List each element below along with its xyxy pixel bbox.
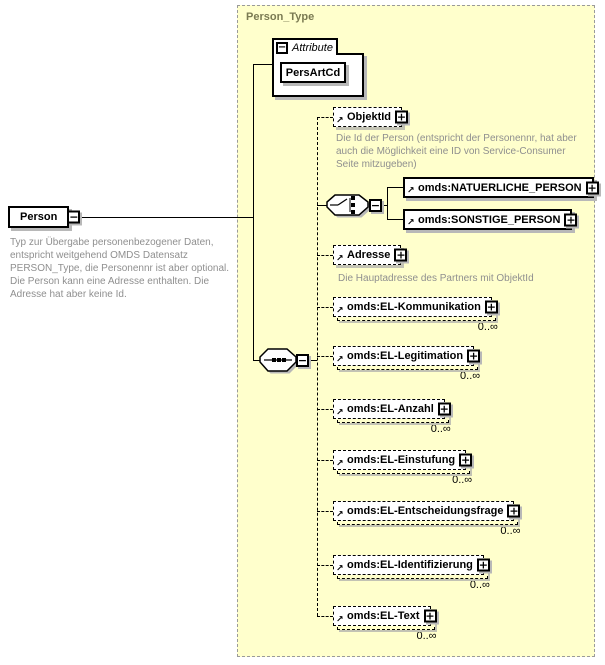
occurrence-label: 0..∞ [460, 370, 481, 382]
element-natuerliche-person: ↗ omds:NATUERLICHE_PERSON + [403, 177, 599, 198]
element-objektid: ↗ ObjektId + [333, 107, 409, 127]
reference-arrow-icon: ↗ [336, 564, 344, 574]
occurrence-label: 0..∞ [416, 630, 437, 642]
element-el-legitimation: ↗ omds:EL-Legitimation + 0..∞ [333, 346, 481, 382]
connector-line [381, 205, 387, 206]
connector-line [387, 187, 388, 220]
reference-arrow-icon: ↗ [336, 408, 344, 418]
reference-arrow-icon: ↗ [336, 116, 344, 126]
connector-line [387, 187, 403, 188]
annotation-text: Die Hauptadresse des Partners mit Objekt… [338, 273, 534, 284]
connector-line [253, 64, 272, 65]
expand-toggle[interactable]: + [467, 349, 481, 363]
element-sonstige-person: ↗ omds:SONSTIGE_PERSON + [403, 209, 578, 230]
element-el-legitimation-label: omds:EL-Legitimation [347, 350, 464, 362]
expand-toggle[interactable]: + [437, 402, 451, 416]
expand-toggle[interactable]: + [564, 213, 578, 226]
reference-arrow-icon: ↗ [336, 615, 344, 625]
expand-toggle[interactable]: + [585, 181, 599, 194]
element-natuerliche-person-label: omds:NATUERLICHE_PERSON [418, 181, 582, 194]
sequence-node[interactable]: − [259, 348, 309, 374]
connector-line [309, 360, 317, 361]
reference-arrow-icon: ↗ [336, 355, 344, 365]
connector-line [387, 219, 403, 220]
element-el-entscheidungsfrage-label: omds:EL-Entscheidungsfrage [347, 505, 504, 517]
element-el-anzahl-label: omds:EL-Anzahl [347, 403, 434, 415]
connector-line [317, 511, 333, 512]
reference-arrow-icon: ↗ [407, 186, 415, 196]
element-person: Person − [8, 206, 81, 228]
collapse-toggle[interactable]: − [67, 210, 81, 224]
element-el-text: ↗ omds:EL-Text + 0..∞ [333, 606, 437, 642]
choice-node[interactable]: − [326, 194, 382, 219]
element-person-label: Person [20, 211, 58, 223]
element-el-einstufung: ↗ omds:EL-Einstufung + 0..∞ [333, 450, 473, 486]
reference-arrow-icon: ↗ [336, 459, 344, 469]
occurrence-label: 0..∞ [452, 474, 473, 486]
expand-toggle[interactable]: + [484, 300, 498, 314]
element-el-kommunikation-label: omds:EL-Kommunikation [347, 301, 481, 313]
element-sonstige-person-label: omds:SONSTIGE_PERSON [418, 213, 561, 226]
occurrence-label: 0..∞ [500, 525, 521, 537]
reference-arrow-icon: ↗ [336, 510, 344, 520]
connector-line [317, 409, 333, 410]
connector-line [317, 565, 333, 566]
reference-arrow-icon: ↗ [336, 306, 344, 316]
collapse-toggle[interactable]: − [296, 354, 309, 367]
collapse-toggle[interactable]: − [276, 41, 288, 54]
connector-line [253, 64, 254, 361]
occurrence-label: 0..∞ [477, 321, 498, 333]
element-el-text-label: omds:EL-Text [347, 610, 420, 622]
attribute-section-header: − Attribute [272, 38, 338, 55]
annotation-text: Die Id der Person (entspricht der Person… [336, 133, 577, 170]
attribute-persartcd[interactable]: PersArtCd [280, 62, 346, 83]
expand-toggle[interactable]: + [507, 504, 521, 518]
choice-icon [326, 194, 371, 218]
occurrence-label: 0..∞ [430, 423, 451, 435]
expand-toggle[interactable]: + [394, 248, 408, 262]
occurrence-label: 0..∞ [469, 579, 490, 591]
connector-line [317, 255, 333, 256]
reference-arrow-icon: ↗ [407, 218, 415, 228]
element-el-kommunikation: ↗ omds:EL-Kommunikation + 0..∞ [333, 297, 498, 333]
connector-line [317, 356, 333, 357]
reference-arrow-icon: ↗ [336, 254, 344, 264]
expand-toggle[interactable]: + [476, 558, 490, 572]
element-adresse: ↗ Adresse + [333, 245, 408, 265]
expand-toggle[interactable]: + [395, 110, 409, 124]
connector-line [317, 117, 318, 616]
expand-toggle[interactable]: + [459, 453, 473, 467]
person-type-title: Person_Type [246, 11, 315, 23]
element-el-entscheidungsfrage: ↗ omds:EL-Entscheidungsfrage + 0..∞ [333, 501, 521, 537]
element-el-identifizierung: ↗ omds:EL-Identifizierung + 0..∞ [333, 555, 490, 591]
annotation-text: Typ zur Übergabe personenbezogener Daten… [10, 237, 230, 300]
expand-toggle[interactable]: + [423, 609, 437, 623]
sequence-icon [259, 348, 299, 374]
element-el-einstufung-label: omds:EL-Einstufung [347, 454, 456, 466]
element-el-identifizierung-label: omds:EL-Identifizierung [347, 559, 473, 571]
connector-line [253, 360, 261, 361]
connector-line [317, 117, 333, 118]
attribute-section-label: Attribute [292, 41, 333, 54]
collapse-toggle[interactable]: − [369, 199, 382, 212]
connector-line [317, 205, 328, 206]
element-adresse-label: Adresse [347, 249, 391, 261]
person-type-container: Person_Type [237, 5, 595, 657]
connector-line [317, 460, 333, 461]
element-el-anzahl: ↗ omds:EL-Anzahl + 0..∞ [333, 399, 451, 435]
connector-line [317, 616, 333, 617]
element-objektid-label: ObjektId [347, 111, 392, 123]
connector-line [76, 217, 253, 218]
connector-line [317, 307, 333, 308]
